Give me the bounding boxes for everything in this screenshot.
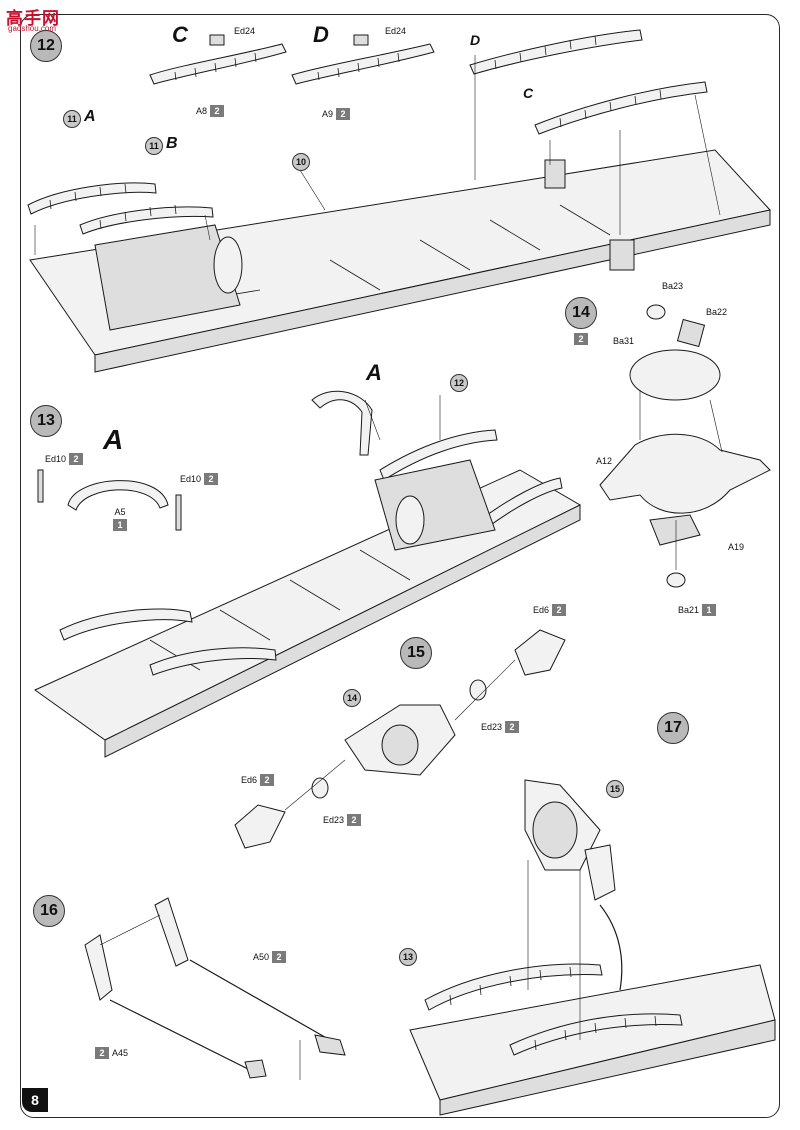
step13-letter-a: A xyxy=(103,424,124,455)
sprue-badge: 2 xyxy=(69,453,84,465)
a50-label: A50 2 xyxy=(253,951,287,963)
step-14-badge: 14 xyxy=(565,297,597,329)
a8-label: A8 2 xyxy=(196,105,225,117)
page-number: 8 xyxy=(22,1088,48,1112)
leaf-spring-d-installed xyxy=(469,29,643,75)
part-id: Ed10 xyxy=(45,454,67,464)
ba23-label: Ba23 xyxy=(662,281,683,291)
spring-d-letter: D xyxy=(313,22,329,47)
ba21-label: Ba21 1 xyxy=(678,604,717,616)
ref-15-badge: 15 xyxy=(606,780,624,798)
chassis-frame-step13 xyxy=(34,390,582,758)
ref-11-badge-a: 11 xyxy=(63,110,81,128)
ed23-bottom-label: Ed23 2 xyxy=(323,814,362,826)
ref-11-letter-b: B xyxy=(166,135,178,152)
leaf-spring-d xyxy=(291,34,435,85)
ref-14-badge: 14 xyxy=(343,689,361,707)
part-id: Ed6 xyxy=(533,605,550,615)
ed24-label-c: Ed24 xyxy=(234,26,255,36)
watermark-brand: 高手网 xyxy=(6,9,60,28)
leaf-spring-c xyxy=(149,34,287,85)
a5-label: A5 1 xyxy=(113,507,127,531)
step-15-badge: 15 xyxy=(400,637,432,669)
ref-13-badge: 13 xyxy=(399,948,417,966)
step-13-badge: 13 xyxy=(30,405,62,437)
part-id: A9 xyxy=(322,109,334,119)
steering-linkage-step16 xyxy=(84,897,346,1080)
ref-11-badge-b: 11 xyxy=(145,137,163,155)
ba22-label: Ba22 xyxy=(706,307,727,317)
part-id: A45 xyxy=(112,1048,129,1058)
part-id: Ed23 xyxy=(481,722,503,732)
a45-label: 2 A45 xyxy=(95,1047,128,1059)
part-id: Ba31 xyxy=(613,336,635,346)
sprue-badge: 2 xyxy=(204,473,219,485)
ed23-top-label: Ed23 2 xyxy=(481,721,520,733)
watermark-logo: 高手网 gaoshou.com xyxy=(6,4,70,36)
ed6-top-label: Ed6 2 xyxy=(533,604,567,616)
ed10-left-label: Ed10 2 xyxy=(45,453,84,465)
part-id: Ba23 xyxy=(662,281,684,291)
leaf-spring-11a xyxy=(27,182,157,215)
step-12-badge: 12 xyxy=(30,30,62,62)
step-16-badge: 16 xyxy=(33,895,65,927)
a9-label: A9 2 xyxy=(322,108,351,120)
label-c-installed: C xyxy=(523,85,534,101)
leaf-spring-c-installed xyxy=(534,81,708,135)
part-id: Ba21 xyxy=(678,605,700,615)
leaf-spring-11b xyxy=(79,204,214,235)
axle-assembly-step15 xyxy=(234,629,566,849)
part-id: Ed23 xyxy=(323,815,345,825)
sprue-badge: 2 xyxy=(552,604,567,616)
sprue-badge: 2 xyxy=(260,774,275,786)
chassis-frame-step17 xyxy=(409,779,776,1116)
chassis-frame-step12 xyxy=(29,149,771,373)
part-id: A50 xyxy=(253,952,270,962)
sprue-badge: 2 xyxy=(95,1047,109,1059)
part-id: Ed24 xyxy=(385,26,407,36)
sprue-badge: 2 xyxy=(347,814,362,826)
part-id: A5 xyxy=(114,507,126,517)
ed6-bottom-label: Ed6 2 xyxy=(241,774,275,786)
a19-label: A19 xyxy=(728,542,744,552)
part-id: Ba22 xyxy=(706,307,728,317)
part-id: Ed10 xyxy=(180,474,202,484)
sprue-badge: 2 xyxy=(272,951,287,963)
ref-10-badge: 10 xyxy=(292,153,310,171)
fender-a5 xyxy=(37,469,182,531)
assembly-letter-a: A xyxy=(366,360,382,385)
ref-11-letter-a: A xyxy=(84,108,96,125)
ed24-label-d: Ed24 xyxy=(385,26,406,36)
part-id: Ed6 xyxy=(241,775,258,785)
sprue-badge: 1 xyxy=(702,604,717,616)
watermark-url: gaoshou.com xyxy=(8,24,57,33)
page-border xyxy=(20,14,780,1118)
spring-c-letter: C xyxy=(172,22,188,47)
ref-12-badge: 12 xyxy=(450,374,468,392)
part-id: A12 xyxy=(596,456,613,466)
step14-sprue-badge: 2 xyxy=(574,333,588,345)
part-id: Ed24 xyxy=(234,26,256,36)
a12-label: A12 xyxy=(596,456,612,466)
part-id: A8 xyxy=(196,106,208,116)
sprue-badge: 2 xyxy=(210,105,225,117)
sprue-badge: 2 xyxy=(336,108,351,120)
differential-housing-step14 xyxy=(599,304,771,588)
ed10-right-label: Ed10 2 xyxy=(180,473,219,485)
ba31-label: Ba31 xyxy=(613,336,634,346)
part-id: A19 xyxy=(728,542,745,552)
label-d-installed: D xyxy=(470,32,481,48)
sprue-badge: 1 xyxy=(113,519,127,531)
step-17-badge: 17 xyxy=(657,712,689,744)
sprue-badge: 2 xyxy=(505,721,520,733)
